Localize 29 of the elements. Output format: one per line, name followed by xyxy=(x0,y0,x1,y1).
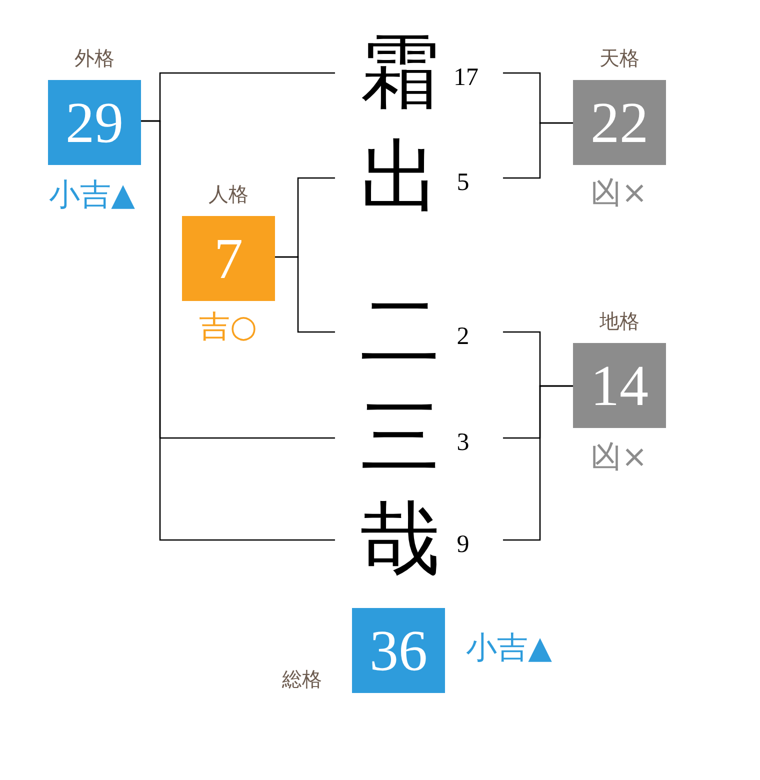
name-character: 二 xyxy=(360,290,440,374)
stroke-count: 2 xyxy=(456,323,470,351)
category-label: 外格 xyxy=(74,46,114,70)
bracket-line xyxy=(503,385,573,541)
bracket-line xyxy=(275,256,335,333)
stroke-count: 5 xyxy=(456,169,470,197)
category-label: 人格 xyxy=(208,182,248,206)
category-label: 天格 xyxy=(600,46,640,70)
name-character: 出 xyxy=(360,136,440,220)
fortune-label: 小吉▲ xyxy=(49,177,135,213)
bracket-line xyxy=(141,120,335,541)
fortune-label: 凶× xyxy=(590,439,648,475)
category-label: 総格 xyxy=(282,667,322,691)
score-box: 7 xyxy=(182,216,275,301)
category-label: 地格 xyxy=(600,309,640,333)
name-character: 三 xyxy=(360,396,440,480)
score-box: 36 xyxy=(352,608,445,693)
score-box: 29 xyxy=(48,80,141,165)
fortune-label: 小吉▲ xyxy=(466,630,552,666)
name-character: 哉 xyxy=(360,498,440,582)
fortune-label: 吉○ xyxy=(198,309,258,345)
fortune-label: 凶× xyxy=(590,175,648,211)
stroke-count: 9 xyxy=(456,531,470,559)
stroke-count: 3 xyxy=(456,429,470,457)
bracket-line xyxy=(503,122,573,179)
score-box: 14 xyxy=(573,343,666,428)
name-character: 霜 xyxy=(360,31,440,115)
stroke-count: 17 xyxy=(454,64,478,92)
score-box: 22 xyxy=(573,80,666,165)
